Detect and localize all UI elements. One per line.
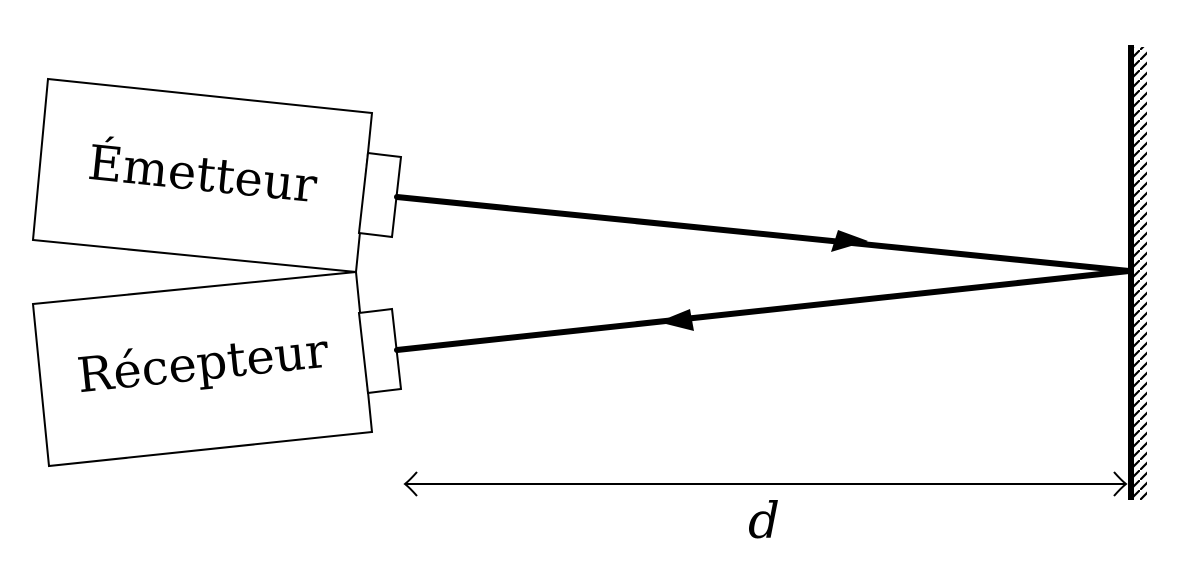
distance-right-arrowhead	[1113, 471, 1128, 497]
receiver-box	[31, 270, 374, 468]
distance-label: d	[748, 492, 780, 550]
distance-dimension: d	[403, 471, 1128, 550]
reflected-ray-arrowhead	[658, 309, 694, 331]
outgoing-ray-arrowhead	[831, 230, 868, 252]
receiver-nozzle	[357, 307, 403, 395]
outgoing-ray	[394, 194, 1132, 274]
reflecting-wall	[1128, 45, 1147, 500]
receiver-unit: Récepteur	[31, 270, 403, 468]
reflected-ray	[394, 268, 1132, 353]
emitter-unit: Émetteur	[31, 77, 403, 274]
wall-hatching	[1131, 47, 1147, 500]
emitter-nozzle	[357, 151, 403, 239]
distance-left-arrowhead	[403, 471, 418, 497]
